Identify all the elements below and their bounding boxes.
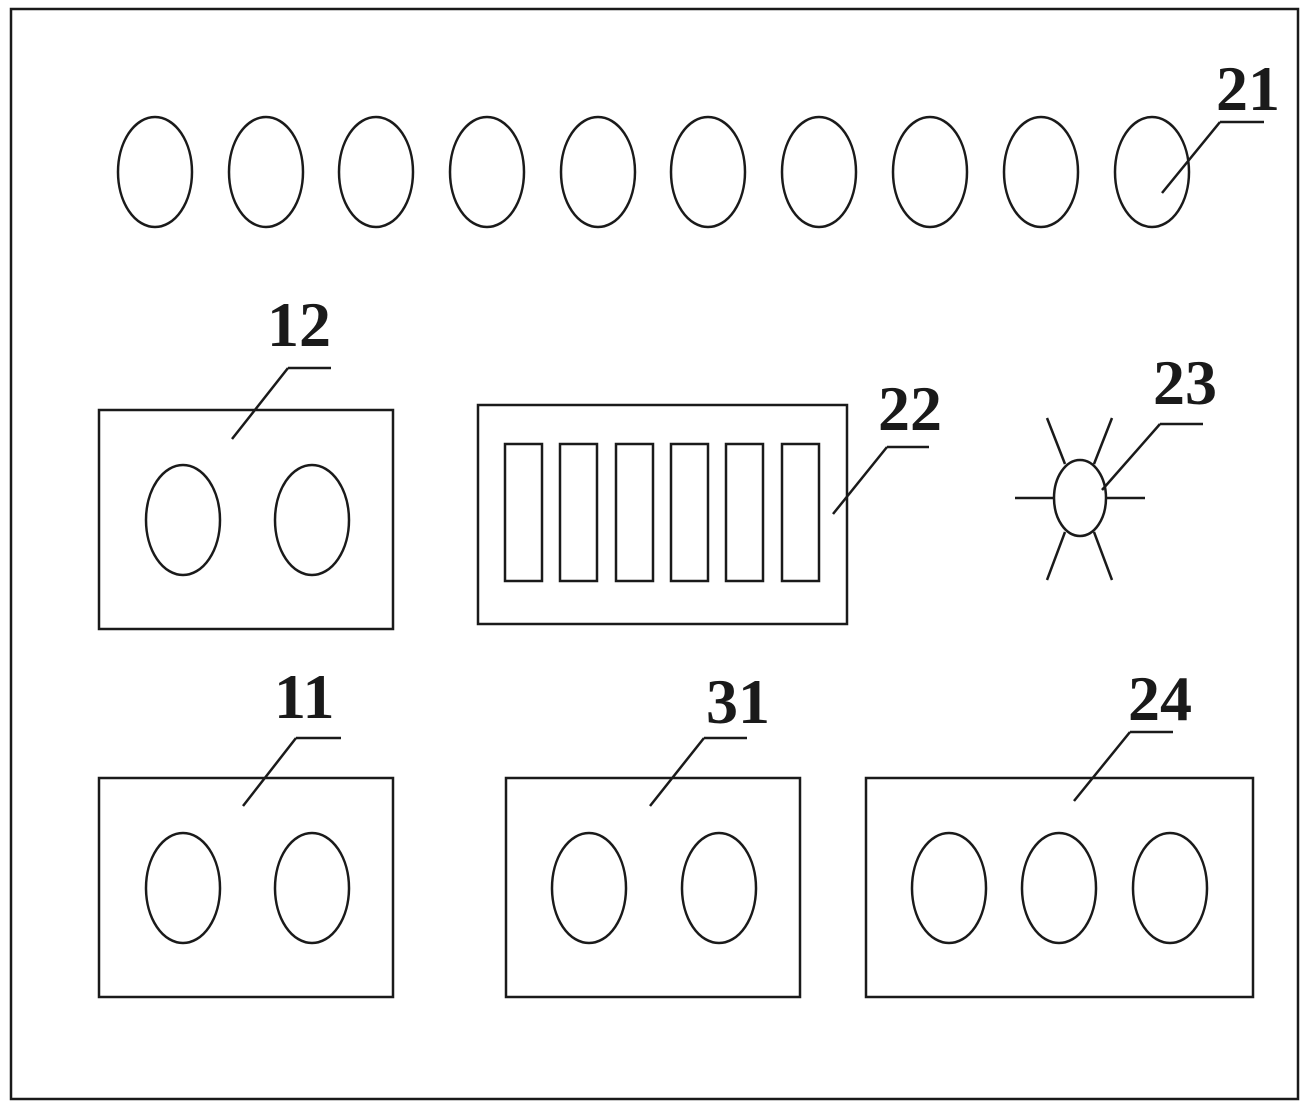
display-segment-6 [780,442,821,583]
label-31-callout: 31 [649,666,770,807]
display-segment-3 [614,442,655,583]
module-12-socket-2 [273,463,351,577]
led-indicator-7 [780,115,858,229]
label-11-callout: 11 [242,661,341,807]
label-12-callout: 12 [231,289,331,440]
led-indicator-10 [1113,115,1191,229]
module-11-socket-2 [273,831,351,945]
light-23 [1015,417,1145,581]
display-22-box [476,403,849,626]
label-22-callout: 22 [832,373,942,515]
leader-line-24 [1073,731,1131,802]
module-12 [97,408,395,631]
led-indicator-4 [448,115,526,229]
display-segment-4 [669,442,710,583]
light-bulb [1052,458,1108,538]
led-indicator-5 [559,115,637,229]
panel-frame [9,7,1300,1101]
module-31-socket-1 [550,831,628,945]
label-22: 22 [878,373,942,444]
leader-line-11 [242,737,297,807]
label-11: 11 [274,661,334,732]
module-24-socket-2 [1020,831,1098,945]
label-23: 23 [1153,347,1217,418]
led-indicator-1 [116,115,194,229]
label-31: 31 [706,666,770,737]
module-31-box [504,776,802,999]
display-segment-5 [724,442,765,583]
label-23-callout: 23 [1101,347,1217,491]
display-segment-2 [558,442,599,583]
module-11 [97,776,395,999]
led-indicator-6 [669,115,747,229]
module-24-box [864,776,1255,999]
led-indicator-8 [891,115,969,229]
light-ray-upper-left [1045,417,1067,465]
module-31-socket-2 [680,831,758,945]
leader-line-31 [649,737,705,807]
module-11-socket-1 [144,831,222,945]
module-11-box [97,776,395,999]
light-ray-lower-left [1045,531,1067,581]
led-indicator-3 [337,115,415,229]
label-12: 12 [267,289,331,360]
light-ray-upper-right [1092,417,1114,465]
led-row [116,115,1191,229]
module-24 [864,776,1255,999]
label-24-callout: 24 [1073,663,1192,802]
display-segment-1 [503,442,544,583]
led-indicator-2 [227,115,305,229]
light-ray-lower-right [1092,531,1114,581]
leader-line-23 [1101,423,1161,491]
label-21: 21 [1216,53,1280,124]
label-21-callout: 21 [1161,53,1280,194]
display-22 [476,403,849,626]
leader-line-21 [1161,121,1221,194]
module-31 [504,776,802,999]
leader-line-12 [231,367,289,440]
module-12-socket-1 [144,463,222,577]
label-24: 24 [1128,663,1192,734]
module-12-box [97,408,395,631]
leader-line-22 [832,446,888,515]
led-indicator-9 [1002,115,1080,229]
module-24-socket-3 [1131,831,1209,945]
module-24-socket-1 [910,831,988,945]
